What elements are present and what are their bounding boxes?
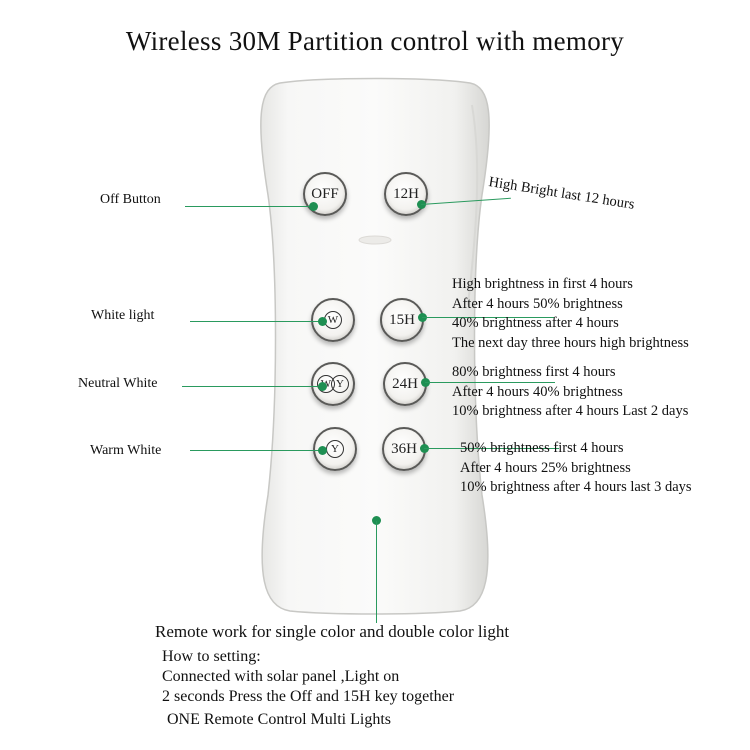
- 15h-desc-line: The next day three hours high brightness: [452, 334, 689, 351]
- how-to-step-2: 2 seconds Press the Off and 15H key toge…: [162, 688, 455, 705]
- 36h-button-label: 36H: [391, 440, 417, 457]
- white-connector-dot: [318, 317, 327, 326]
- 15h-desc-line: After 4 hours 50% brightness: [452, 295, 623, 312]
- 36h-description: 50% brightness first 4 hours After 4 hou…: [460, 439, 692, 498]
- 15h-connector-line: [422, 317, 554, 319]
- bottom-connector-dot: [372, 516, 381, 525]
- 24h-desc-line: After 4 hours 40% brightness: [452, 383, 623, 400]
- 12h-description: High Bright last 12 hours: [487, 174, 636, 213]
- neutral-connector-line: [182, 386, 322, 388]
- 15h-button-label: 15H: [389, 311, 415, 328]
- 24h-desc-line: 10% brightness after 4 hours Last 2 days: [452, 403, 689, 419]
- 15h-description: High brightness in first 4 hours After 4…: [452, 275, 689, 353]
- remote-work-note: Remote work for single color and double …: [155, 622, 510, 641]
- 36h-desc-line: 50% brightness first 4 hours: [460, 440, 624, 456]
- off-button-caption: Off Button: [100, 192, 161, 207]
- warm-white-label: Y: [326, 440, 344, 458]
- 24h-button[interactable]: 24H: [383, 362, 427, 406]
- 24h-connector-line: [425, 382, 555, 384]
- 24h-desc-line: 80% brightness first 4 hours: [452, 364, 616, 380]
- bottom-connector-line: [376, 521, 378, 623]
- bottom-notes: Remote work for single color and double …: [155, 622, 509, 730]
- off-button[interactable]: OFF: [303, 172, 347, 216]
- 15h-desc-line: 40% brightness after 4 hours: [452, 315, 619, 331]
- warm-connector-line: [190, 450, 322, 452]
- warm-connector-dot: [318, 446, 327, 455]
- 15h-desc-line: High brightness in first 4 hours: [452, 276, 633, 292]
- 36h-desc-line: 10% brightness after 4 hours last 3 days: [460, 479, 692, 495]
- how-to-heading: How to setting:: [162, 648, 261, 665]
- neutral-white-caption: Neutral White: [78, 376, 158, 391]
- off-button-label: OFF: [311, 185, 339, 202]
- 15h-button[interactable]: 15H: [380, 298, 424, 342]
- off-connector-dot: [309, 202, 318, 211]
- off-connector-line: [185, 206, 313, 208]
- 36h-button[interactable]: 36H: [382, 427, 426, 471]
- neutral-connector-dot: [318, 382, 327, 391]
- neutral-y-label: Y: [331, 375, 349, 393]
- 24h-description: 80% brightness first 4 hours After 4 hou…: [452, 363, 688, 422]
- 12h-button[interactable]: 12H: [384, 172, 428, 216]
- 12h-button-label: 12H: [393, 185, 419, 202]
- white-light-caption: White light: [91, 308, 155, 323]
- multi-lights-note: ONE Remote Control Multi Lights: [167, 711, 391, 728]
- 36h-desc-line: After 4 hours 25% brightness: [460, 459, 631, 476]
- white-connector-line: [190, 321, 322, 323]
- page-title: Wireless 30M Partition control with memo…: [125, 26, 625, 56]
- 24h-button-label: 24H: [392, 375, 418, 392]
- 36h-connector-line: [424, 448, 559, 450]
- how-to-step-1: Connected with solar panel ,Light on: [162, 668, 400, 685]
- warm-white-caption: Warm White: [90, 443, 162, 458]
